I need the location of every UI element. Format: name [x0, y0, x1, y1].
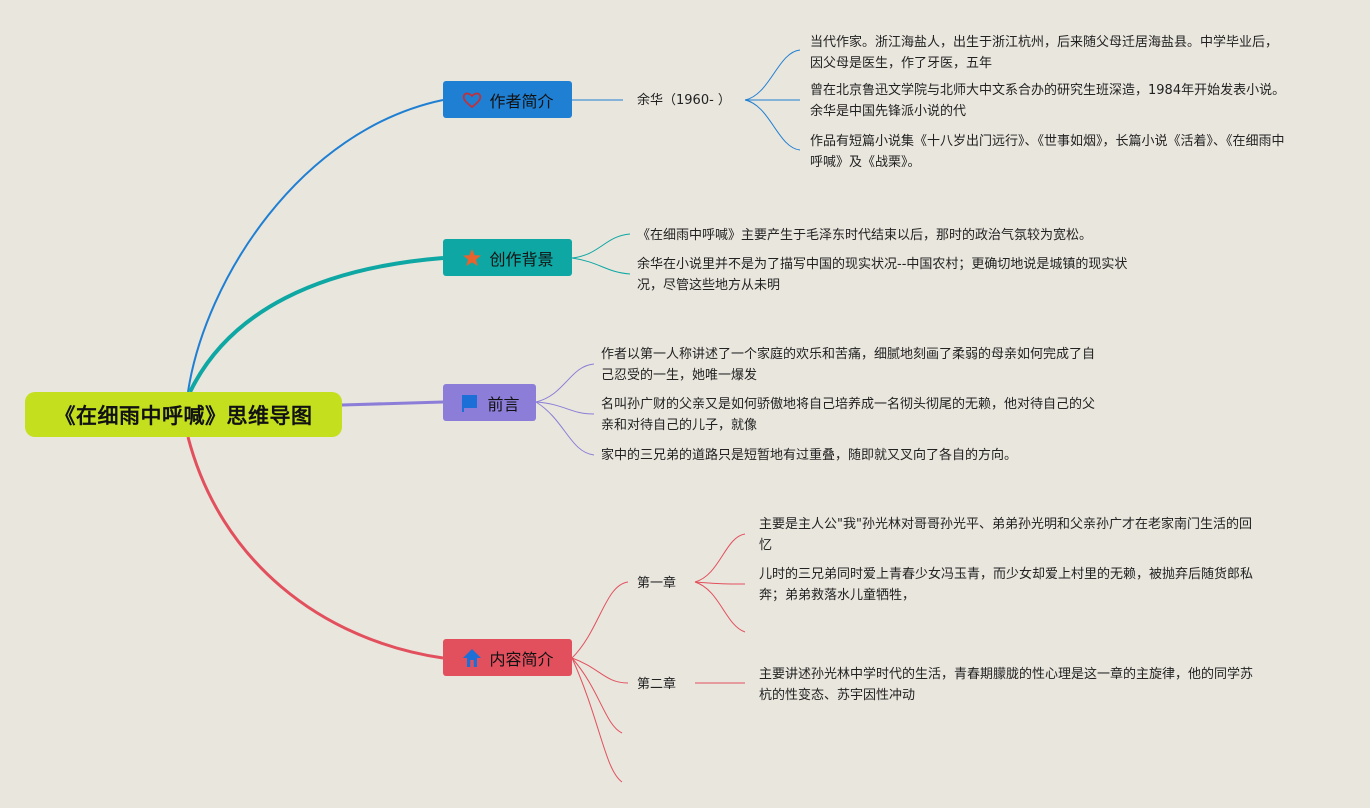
subtopic-chapter-one[interactable]: 第一章 — [637, 576, 677, 591]
note-author-study[interactable]: 曾在北京鲁迅文学院与北师大中文系合办的研究生班深造，1984年开始发表小说。余华… — [810, 83, 1286, 119]
branch-preface — [341, 400, 444, 407]
note-chapter-two-school[interactable]: 主要讲述孙光林中学时代的生活，青春期朦胧的性心理是这一章的主旋律，他的同学苏杭的… — [759, 667, 1254, 703]
flag-icon — [459, 392, 481, 414]
note-preface-father[interactable]: 名叫孙广财的父亲又是如何骄傲地将自己培养成一名彻头彻尾的无赖，他对待自己的父亲和… — [601, 397, 1096, 433]
central-topic-title: 《在细雨中呼喊》思维导图 — [54, 403, 313, 428]
note-author-bio[interactable]: 当代作家。浙江海盐人，出生于浙江杭州，后来随父母迁居海盐县。中学毕业后，因父母是… — [810, 35, 1279, 71]
note-preface-brothers[interactable]: 家中的三兄弟的道路只是短暂地有过重叠，随即就又叉向了各自的方向。 — [601, 448, 1018, 463]
note-background-reality[interactable]: 余华在小说里并不是为了描写中国的现实状况--中国农村；更确切地说是城镇的现实状况… — [637, 257, 1128, 293]
topic-content-summary[interactable]: 内容简介 — [443, 639, 572, 676]
subtopic-author-name[interactable]: 余华（1960- ） — [637, 93, 731, 108]
branch-background — [188, 256, 444, 393]
note-author-works[interactable]: 作品有短篇小说集《十八岁出门远行》、《世事如烟》，长篇小说《活着》、《在细雨中呼… — [810, 134, 1285, 170]
branch-content — [186, 436, 444, 660]
topic-label: 前言 — [487, 394, 520, 414]
branch-author — [187, 99, 444, 393]
note-background-era[interactable]: 《在细雨中呼喊》主要产生于毛泽东时代结束以后，那时的政治气氛较为宽松。 — [637, 228, 1093, 243]
heart-icon — [461, 89, 483, 111]
note-preface-mother[interactable]: 作者以第一人称讲述了一个家庭的欢乐和苦痛，细腻地刻画了柔弱的母亲如何完成了自己忍… — [601, 347, 1096, 383]
topic-preface[interactable]: 前言 — [443, 384, 536, 421]
note-chapter-one-youth[interactable]: 儿时的三兄弟同时爱上青春少女冯玉青，而少女却爱上村里的无赖，被抛弃后随货郎私奔；… — [759, 567, 1254, 603]
central-topic[interactable]: 《在细雨中呼喊》思维导图 — [25, 392, 342, 437]
topic-background[interactable]: 创作背景 — [443, 239, 572, 276]
home-icon — [461, 647, 483, 669]
note-chapter-one-memory[interactable]: 主要是主人公"我"孙光林对哥哥孙光平、弟弟孙光明和父亲孙广才在老家南门生活的回忆 — [759, 517, 1252, 553]
topic-label: 创作背景 — [489, 249, 554, 269]
subtopic-chapter-two[interactable]: 第二章 — [637, 677, 677, 692]
topic-label: 内容简介 — [489, 649, 554, 669]
topic-label: 作者简介 — [489, 91, 554, 111]
topic-author-intro[interactable]: 作者简介 — [443, 81, 572, 118]
star-icon — [461, 247, 483, 269]
